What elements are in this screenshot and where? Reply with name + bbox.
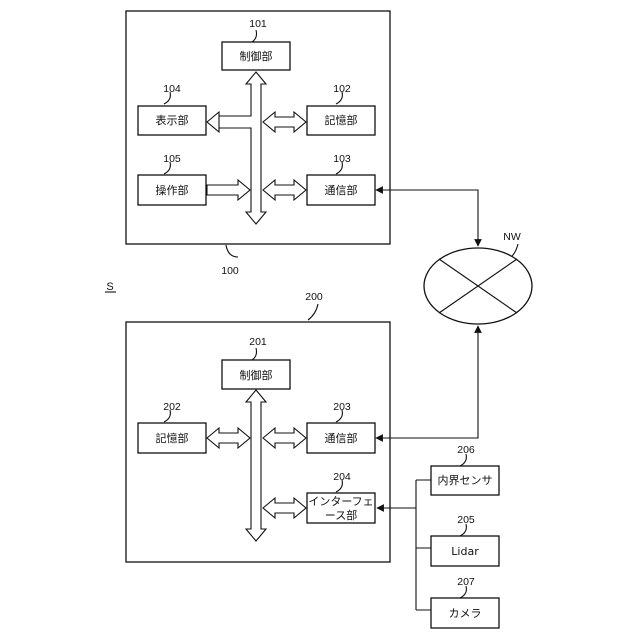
arrow-operation-to-bus — [207, 180, 250, 200]
ref-104: 104 — [163, 83, 181, 95]
ref-101-leader — [252, 30, 257, 42]
arrow-bus-comm-200 — [263, 428, 306, 448]
arrow-bus-storage-100 — [263, 112, 306, 132]
display-unit-104-label: 表示部 — [156, 113, 189, 127]
interface-unit-204-label-line2: ース部 — [325, 508, 357, 522]
ref-203: 203 — [333, 401, 351, 413]
ref-101: 101 — [249, 18, 267, 30]
ref-206: 206 — [457, 444, 475, 456]
camera-207-label: カメラ — [449, 607, 482, 620]
interface-unit-204-label-line1: インターフェ — [308, 495, 373, 508]
system-label: S — [106, 281, 113, 293]
control-unit-101-label: 制御部 — [240, 49, 273, 63]
lidar-sensor-205-label: Lidar — [451, 545, 479, 558]
ref-201: 201 — [249, 336, 267, 348]
ref-105: 105 — [163, 153, 181, 165]
device-200-leader — [308, 304, 318, 320]
control-unit-201-label: 制御部 — [240, 368, 273, 382]
operation-unit-105-label: 操作部 — [156, 183, 189, 197]
device-200-ref: 200 — [305, 291, 323, 303]
comm-unit-103-label: 通信部 — [325, 183, 358, 197]
arrow-bus-interface-200 — [263, 498, 306, 518]
arrow-storage-bus-200 — [207, 428, 250, 448]
bus-100 — [218, 72, 266, 224]
ref-205: 205 — [457, 514, 475, 526]
network-cross — [439, 259, 517, 313]
link-comm203-network — [376, 326, 478, 438]
device-100-leader — [226, 245, 238, 257]
bus-200 — [246, 390, 266, 541]
storage-unit-102-label: 記憶部 — [325, 113, 358, 127]
ref-207: 207 — [457, 576, 475, 588]
sensor-branch-lines — [416, 480, 431, 610]
device-100-ref: 100 — [221, 265, 239, 277]
comm-unit-203-label: 通信部 — [325, 431, 358, 445]
network-leader — [512, 244, 518, 256]
arrow-to-display — [207, 112, 219, 132]
ref-201-leader — [252, 348, 257, 360]
ref-102: 102 — [333, 83, 351, 95]
network-label: NW — [503, 231, 521, 243]
internal-sensor-206-label: 内界センサ — [438, 473, 493, 487]
ref-202: 202 — [163, 401, 181, 413]
link-comm103-network — [376, 190, 478, 246]
storage-unit-202-label: 記憶部 — [156, 431, 189, 445]
arrow-bus-comm-100 — [263, 180, 306, 200]
ref-204: 204 — [333, 471, 351, 483]
ref-103: 103 — [333, 153, 351, 165]
